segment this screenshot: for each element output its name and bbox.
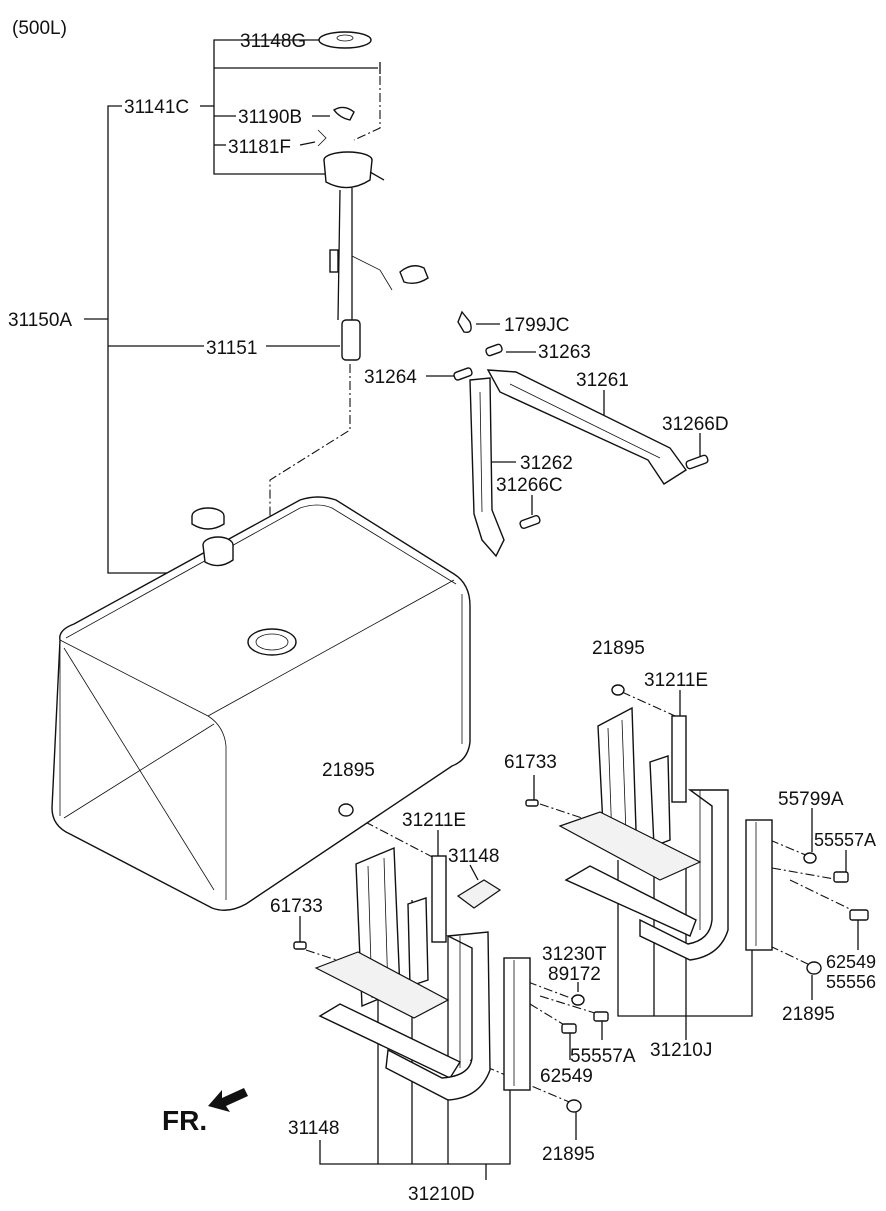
part-label-31230T: 31230T (542, 944, 607, 965)
fuel-sender-unit (317, 31, 429, 361)
part-label-31181F: 31181F (228, 137, 291, 158)
part-label-31190B: 31190B (238, 107, 302, 128)
filler-cap (191, 507, 234, 567)
part-label-62549-right: 62549 (826, 952, 876, 972)
part-label-55556: 55556 (826, 972, 876, 992)
part-label-55799A: 55799A (778, 789, 844, 810)
part-label-31210D: 31210D (408, 1184, 475, 1205)
fuel-tank-body (51, 496, 471, 911)
left-step-assembly (293, 803, 609, 1113)
part-label-31141C: 31141C (124, 97, 189, 118)
part-label-31266C: 31266C (496, 475, 563, 496)
part-label-31148G: 31148G (240, 31, 306, 52)
part-label-61733-right: 61733 (504, 752, 557, 773)
tank-straps (453, 310, 709, 558)
part-label-1799JC: 1799JC (504, 315, 570, 336)
part-label-55557A-right: 55557A (814, 830, 876, 850)
part-label-31211E-right: 31211E (644, 670, 708, 691)
part-label-31150A: 31150A (8, 310, 72, 331)
part-label-31210J: 31210J (650, 1040, 712, 1061)
part-label-31262: 31262 (520, 453, 573, 474)
part-label-21895-left-top: 21895 (322, 760, 375, 781)
part-label-31266D: 31266D (662, 414, 729, 435)
variant-label: (500L) (12, 18, 67, 39)
front-label: FR. (162, 1105, 207, 1136)
part-label-61733-left: 61733 (270, 896, 323, 917)
part-label-89172: 89172 (548, 964, 601, 985)
part-label-55557A-left: 55557A (570, 1046, 636, 1067)
leader-lines (84, 39, 859, 1180)
part-label-31148-bottom: 31148 (288, 1118, 339, 1139)
part-label-31148-pad: 31148 (448, 846, 499, 867)
part-label-31264: 31264 (364, 367, 417, 388)
part-label-31263: 31263 (538, 342, 591, 363)
part-number-labels: (500L) 31148G 31141C 31190B 31181F 31150… (8, 18, 876, 1205)
part-label-31261: 31261 (576, 370, 629, 391)
right-step-assembly (525, 684, 869, 975)
part-label-21895-top: 21895 (592, 638, 645, 659)
front-direction-indicator: FR. (162, 1088, 248, 1136)
part-label-21895-left-bottom: 21895 (542, 1144, 595, 1165)
part-label-31211E-left: 31211E (402, 810, 466, 831)
part-label-31151: 31151 (206, 338, 257, 359)
part-label-62549-left: 62549 (540, 1066, 593, 1087)
part-label-21895-right-bottom: 21895 (782, 1004, 835, 1025)
